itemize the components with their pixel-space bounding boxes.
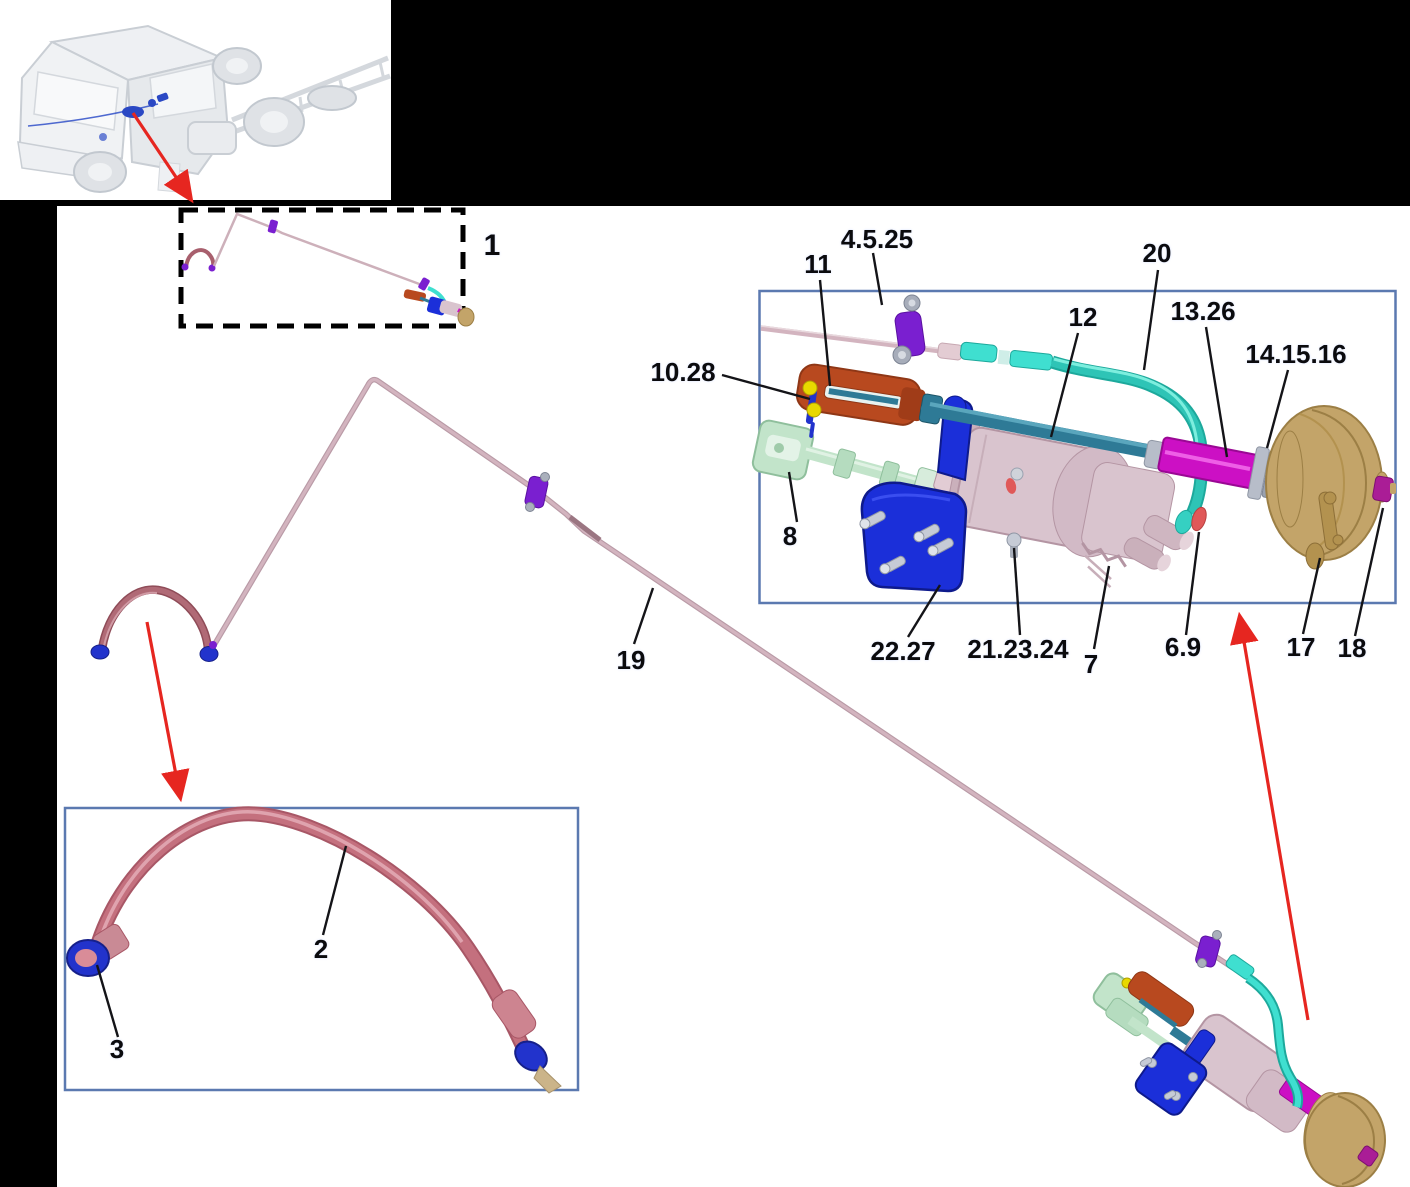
feed-hose-connector [959,341,1053,371]
elbow-6-9 [1191,506,1207,532]
callout-bracket: 22.27 [870,636,936,666]
pipe-clamp-mid [524,472,550,512]
callout-elbow: 6.9 [1164,632,1202,662]
overview-schematic-box [178,207,475,329]
callout-washers: 14.15.16 [1245,339,1347,369]
callout-feed-hose: 20 [1142,238,1172,268]
callout-rod: 13.26 [1170,296,1236,326]
callout-pipe: 19 [616,645,646,675]
plug-18 [1372,475,1396,503]
mini-drum [457,307,475,327]
callout-bolts: 21.23.24 [967,634,1069,664]
callout-drum: 17 [1286,632,1316,662]
pushrod-12 [921,402,1166,470]
leader-lines [95,252,1385,1038]
master-cylinder-detail-box [751,289,1397,605]
servo-7 [943,418,1194,589]
feed-hose-20 [1050,355,1209,535]
callout-clevis: 8 [782,521,798,551]
clutch-pipe-19 [207,376,1235,971]
callout-overview: 1 [483,229,501,262]
mini-pipe [212,212,423,287]
highlighted-master-cylinder [122,106,144,118]
pipe-clamp-lower [1195,930,1222,968]
hose-grommet-left [90,644,110,660]
arrow-hose-to-detail [145,621,190,803]
small-feed-hose [1225,954,1304,1109]
arrow-truck-to-overview [131,112,194,204]
mini-flex-hose [184,248,216,268]
pipe-sleeve [568,515,602,542]
red-arrows [131,112,1310,1021]
small-drum [1303,1092,1386,1187]
callout-pushrod: 12 [1068,302,1098,332]
callout-servo: 7 [1083,649,1099,679]
flex-hose-overview [90,585,219,662]
truck-overview-illustration [17,24,391,193]
pin-10-28 [802,380,822,438]
callout-hose-grommet: 3 [109,1034,125,1064]
callout-flex-hose: 2 [313,934,329,964]
callout-pipe-clamp: 4.5.25 [840,224,914,254]
arrow-small-to-detail [1230,611,1310,1021]
flex-hose-detail-box [63,806,580,1094]
bracket-studs [859,510,954,575]
callout-plug: 18 [1337,633,1367,663]
assembly-small [1092,954,1386,1187]
pipe-route-line [27,103,159,127]
pipe-clamp-4-5-25 [892,294,926,365]
small-bracket [1134,1029,1216,1116]
hose-grommet-right [199,646,219,662]
callout-fork: 11 [804,249,832,279]
callout-pin: 10.28 [650,357,716,387]
drum-17 [1265,405,1396,570]
